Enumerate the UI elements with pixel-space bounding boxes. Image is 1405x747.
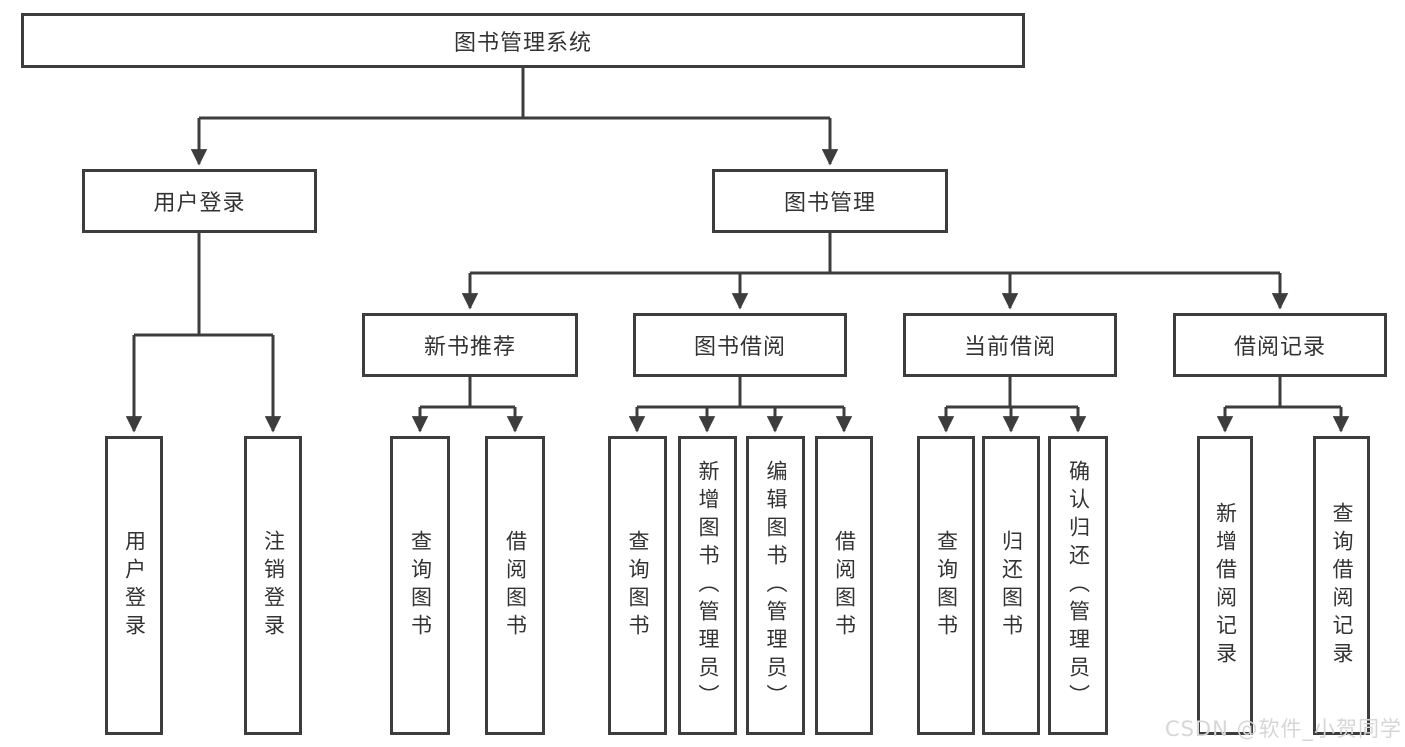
- leaf-logout: 注销登录: [244, 436, 302, 735]
- leaf-add-book-admin: 新增图书（管理员）: [678, 436, 737, 735]
- connector-borrow-record: [1225, 377, 1341, 409]
- leaf-query-borrow-record: 查询借阅记录: [1313, 436, 1370, 735]
- leaf-return-book: 归还图书: [982, 436, 1040, 735]
- leaf-edit-book-admin: 编辑图书（管理员）: [746, 436, 805, 735]
- leaf-user-login: 用户登录: [105, 436, 163, 735]
- leaf-add-borrow-record: 新增借阅记录: [1197, 436, 1253, 735]
- leaf-borrow-book-2: 借阅图书: [815, 436, 873, 735]
- node-new-book-recommend: 新书推荐: [362, 313, 578, 377]
- leaf-query-book-2: 查询图书: [608, 436, 667, 735]
- leaf-confirm-return-admin: 确认归还（管理员）: [1048, 436, 1108, 735]
- connector-root: [199, 68, 830, 120]
- node-current-borrow: 当前借阅: [903, 313, 1117, 377]
- leaf-query-book-3: 查询图书: [917, 436, 975, 735]
- node-user-login: 用户登录: [82, 169, 317, 233]
- leaf-borrow-book-1: 借阅图书: [485, 436, 545, 735]
- connector-book-mgmt: [470, 233, 1280, 275]
- leaf-query-book-1: 查询图书: [390, 436, 450, 735]
- node-book-borrow: 图书借阅: [633, 313, 847, 377]
- node-borrow-record: 借阅记录: [1173, 313, 1387, 377]
- connector-user-login: [134, 233, 273, 337]
- connector-book-borrow: [637, 377, 844, 409]
- csdn-watermark: CSDN @软件_小贺同学: [1164, 717, 1402, 741]
- connector-new-book: [420, 377, 515, 409]
- node-book-management: 图书管理: [712, 169, 948, 233]
- node-root-system: 图书管理系统: [21, 13, 1025, 68]
- connector-current-borrow: [946, 377, 1078, 409]
